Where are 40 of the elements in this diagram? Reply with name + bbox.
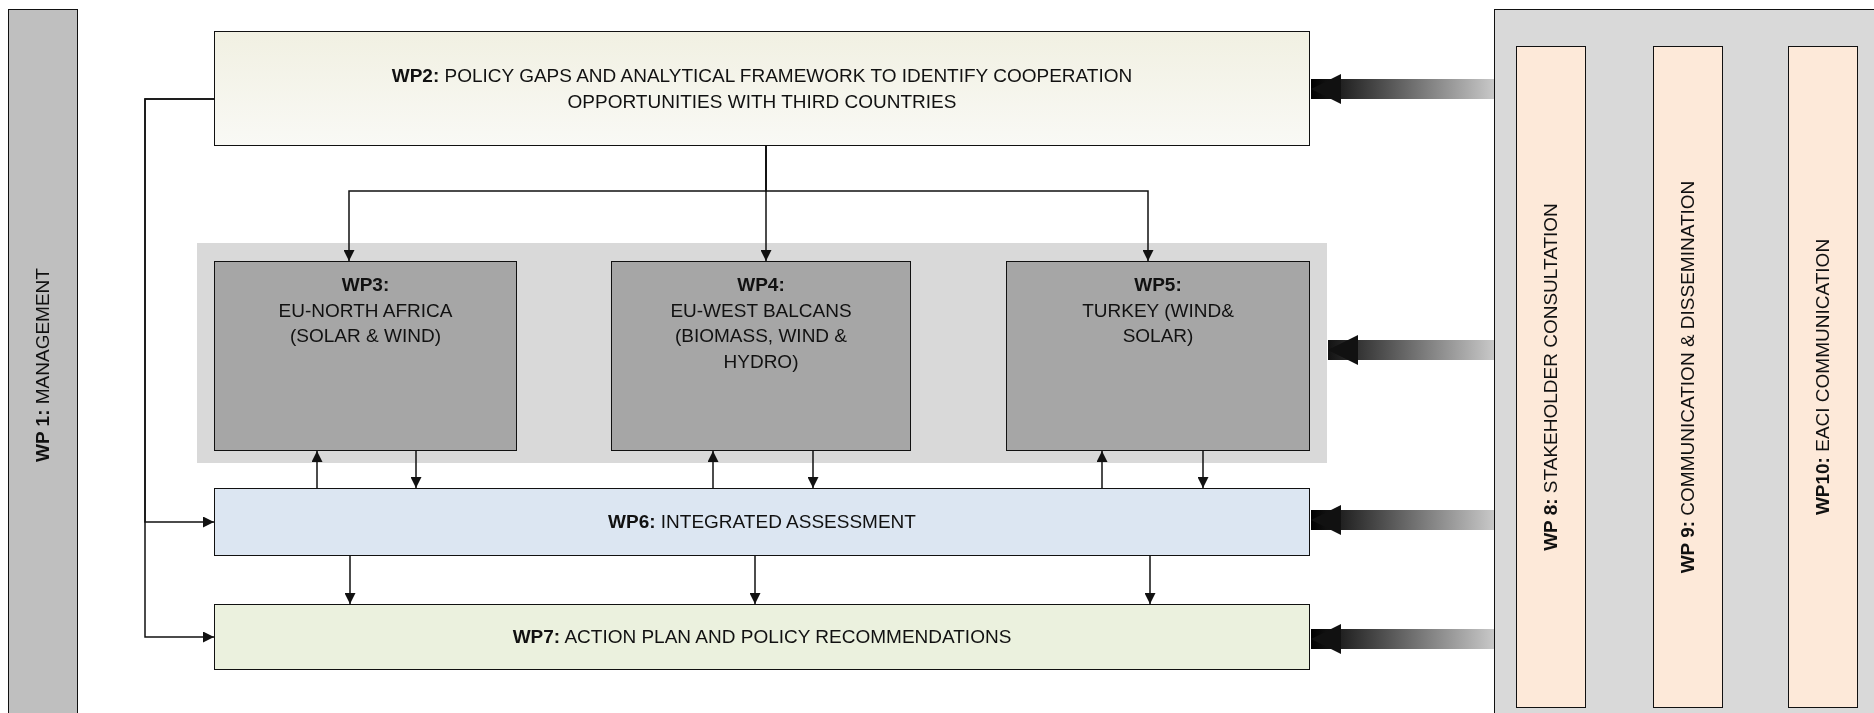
box-heading: WP5: (1133, 273, 1183, 297)
process-box (214, 604, 1310, 670)
block-arrow (1311, 505, 1494, 535)
block-arrow (1328, 335, 1494, 365)
process-box (1006, 261, 1310, 451)
arrow (1197, 450, 1209, 489)
box-heading: WP3: (340, 273, 391, 297)
vertical-label: WP 9: COMMUNICATION & DISSEMINATION (1676, 180, 1700, 574)
arrow (311, 450, 323, 489)
arrow (749, 555, 761, 605)
vertical-label: WP 8: STAKEHOLDER CONSULTATION (1539, 203, 1563, 551)
box-label: EU-WEST BALCANS (BIOMASS, WIND & HYDRO) (669, 298, 853, 374)
work-package-bar (1788, 46, 1858, 708)
arrow (765, 145, 1154, 262)
box-label: WP7: ACTION PLAN AND POLICY RECOMMENDATIONS (512, 625, 1012, 650)
process-box (214, 488, 1310, 556)
box-heading: WP4: (736, 273, 786, 297)
process-box (214, 31, 1310, 146)
arrow (144, 98, 215, 643)
process-box (214, 261, 517, 451)
block-arrow (1311, 624, 1494, 654)
vertical-label: WP10: EACI COMMUNICATION (1811, 238, 1835, 516)
box-label: TURKEY (WIND& SOLAR) (1081, 298, 1235, 349)
arrow (410, 450, 422, 489)
management-bar (8, 9, 78, 713)
work-package-bar (1653, 46, 1723, 708)
block-arrow (1311, 74, 1494, 104)
side-panel (1494, 9, 1874, 713)
work-package-bar (1516, 46, 1586, 708)
group-band (197, 243, 1327, 463)
box-label: WP2: POLICY GAPS AND ANALYTICAL FRAMEWORK TO IDENTIFY COOPERATION OPPORTUNITIES WITH THIRD COUNTRIES (390, 63, 1134, 114)
arrow (344, 555, 356, 605)
vertical-label: WP 1: MANAGEMENT (31, 267, 55, 462)
process-box (611, 261, 911, 451)
arrow (807, 450, 819, 489)
arrow (707, 450, 719, 489)
arrow (1096, 450, 1108, 489)
box-label: EU-NORTH AFRICA (SOLAR & WIND) (277, 298, 454, 349)
box-label: WP6: INTEGRATED ASSESSMENT (608, 510, 916, 535)
arrow (1144, 555, 1156, 605)
